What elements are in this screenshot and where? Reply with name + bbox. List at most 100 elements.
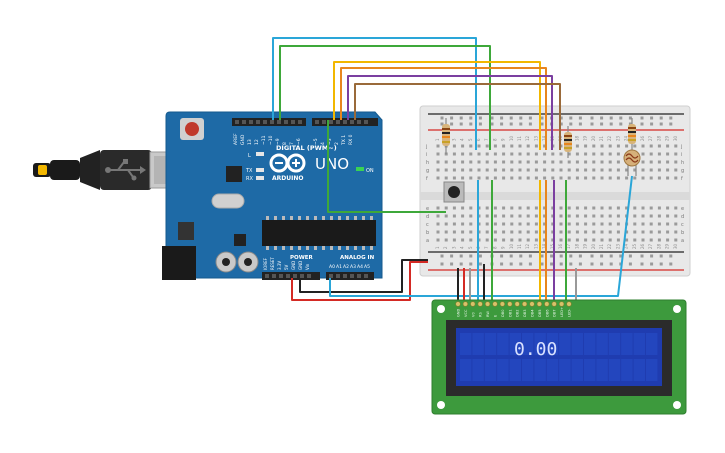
power-pin-label: GND bbox=[291, 261, 296, 270]
lcd-pin-label: DB5 bbox=[538, 309, 542, 317]
power-pin-label: 3.3V bbox=[277, 261, 282, 270]
analog-pin-label: A4 bbox=[357, 264, 363, 270]
lcd-pin-label: RW bbox=[486, 311, 490, 317]
lcd-pin[interactable] bbox=[470, 301, 476, 307]
column-number: 7 bbox=[484, 138, 489, 141]
lcd-pin-label: GND bbox=[457, 309, 461, 317]
lcd-pin-label: DB4 bbox=[531, 309, 535, 317]
column-number: 28 bbox=[656, 243, 661, 249]
lcd-pin[interactable] bbox=[485, 301, 491, 307]
lcd-pin[interactable] bbox=[551, 301, 557, 307]
column-number: 24 bbox=[624, 243, 629, 249]
power-pin-label: IOREF bbox=[263, 257, 268, 270]
analog-pin-label: A1 bbox=[336, 264, 342, 270]
lcd-pin[interactable] bbox=[544, 301, 550, 307]
atmega-chip bbox=[262, 220, 376, 246]
lcd-pin[interactable] bbox=[536, 301, 543, 307]
column-number: 1 bbox=[435, 138, 440, 141]
lcd-pin-label: VCC bbox=[464, 309, 468, 317]
row-letter: a bbox=[681, 238, 684, 244]
column-number: 10 bbox=[509, 243, 514, 249]
digital-pin-label: ~9 bbox=[275, 138, 281, 145]
lcd-pin[interactable] bbox=[529, 301, 535, 307]
lcd-pin[interactable] bbox=[455, 301, 461, 307]
led-tx bbox=[256, 168, 264, 172]
led-l bbox=[256, 152, 264, 156]
usb-chip bbox=[226, 166, 242, 182]
resistor-2[interactable] bbox=[564, 126, 572, 158]
lcd-pin[interactable] bbox=[566, 301, 572, 307]
column-number: 19 bbox=[583, 135, 588, 141]
digital-pin-label: ~3 bbox=[327, 138, 333, 145]
column-number: 10 bbox=[509, 135, 514, 141]
resistor-1[interactable] bbox=[442, 118, 450, 154]
led-tx-label: TX bbox=[245, 168, 253, 174]
lcd-pin[interactable] bbox=[514, 301, 520, 307]
lcd-pin[interactable] bbox=[462, 301, 469, 307]
digital-pin-label: 4 bbox=[320, 142, 326, 145]
column-number: 12 bbox=[525, 243, 530, 249]
power-header[interactable] bbox=[262, 272, 320, 280]
lcd-pin-label: LED- bbox=[568, 308, 572, 317]
row-letter: h bbox=[681, 160, 684, 166]
row-letter: g bbox=[426, 168, 429, 174]
row-letter: b bbox=[681, 230, 684, 236]
digital-pin-label: ~11 bbox=[261, 135, 267, 145]
lcd-pin-label: DB1 bbox=[508, 309, 512, 317]
digital-pin-label: 2 bbox=[334, 142, 340, 145]
digital-pin-label: 12 bbox=[254, 139, 260, 145]
column-number: 18 bbox=[574, 135, 579, 141]
power-jack[interactable] bbox=[162, 246, 196, 280]
power-header-label: POWER bbox=[290, 255, 314, 261]
wire-orange-pin4 bbox=[340, 67, 547, 150]
reset-button[interactable] bbox=[180, 118, 204, 140]
resistor-3[interactable] bbox=[628, 118, 636, 150]
column-number: 20 bbox=[591, 135, 596, 141]
analog-header-label: ANALOG IN bbox=[340, 255, 375, 261]
column-number: 11 bbox=[517, 243, 522, 249]
column-number: 30 bbox=[673, 135, 678, 141]
lcd-pin[interactable] bbox=[492, 301, 498, 307]
column-number: 22 bbox=[607, 135, 612, 141]
led-on-label: ON bbox=[366, 168, 374, 174]
led-rx bbox=[256, 176, 264, 180]
lcd-pin-label: V0 bbox=[471, 312, 475, 317]
lcd-pin-label: DB3 bbox=[523, 309, 527, 317]
row-letter: c bbox=[681, 222, 684, 228]
digital-pin-label: GND bbox=[240, 134, 246, 145]
digital-pin-label: RX 0 bbox=[348, 134, 354, 145]
column-number: 21 bbox=[599, 135, 604, 141]
column-number: 23 bbox=[615, 243, 620, 249]
column-number: 12 bbox=[525, 135, 530, 141]
row-letter: d bbox=[426, 214, 429, 220]
digital-header-left[interactable] bbox=[232, 118, 306, 126]
row-letter: f bbox=[426, 176, 428, 182]
pushbutton[interactable] bbox=[443, 181, 465, 203]
row-letter: d bbox=[681, 214, 684, 220]
photoresistor[interactable] bbox=[623, 149, 641, 176]
analog-pin-label: A2 bbox=[343, 264, 349, 270]
row-letter: e bbox=[681, 206, 684, 212]
power-pin-label: Vin bbox=[305, 263, 310, 270]
lcd-pin-label: RS bbox=[479, 312, 483, 317]
wire-purple-pin3 bbox=[347, 75, 553, 150]
lcd-pin[interactable] bbox=[521, 301, 528, 307]
row-letter: i bbox=[681, 152, 682, 158]
column-number: 4 bbox=[460, 246, 465, 249]
column-number: 11 bbox=[517, 135, 522, 141]
row-letter: a bbox=[426, 238, 429, 244]
column-number: 21 bbox=[599, 243, 604, 249]
wire-brown-pin2 bbox=[354, 83, 561, 150]
lcd-pin-label: LED+ bbox=[560, 307, 564, 317]
lcd-pin[interactable] bbox=[558, 301, 565, 307]
column-number: 9 bbox=[501, 138, 506, 141]
column-number: 27 bbox=[648, 135, 653, 141]
column-number: 29 bbox=[665, 135, 670, 141]
lcd-pin[interactable] bbox=[499, 301, 506, 307]
column-number: 25 bbox=[632, 243, 637, 249]
lcd-pin[interactable] bbox=[507, 301, 513, 307]
lcd-pin[interactable] bbox=[477, 301, 483, 307]
